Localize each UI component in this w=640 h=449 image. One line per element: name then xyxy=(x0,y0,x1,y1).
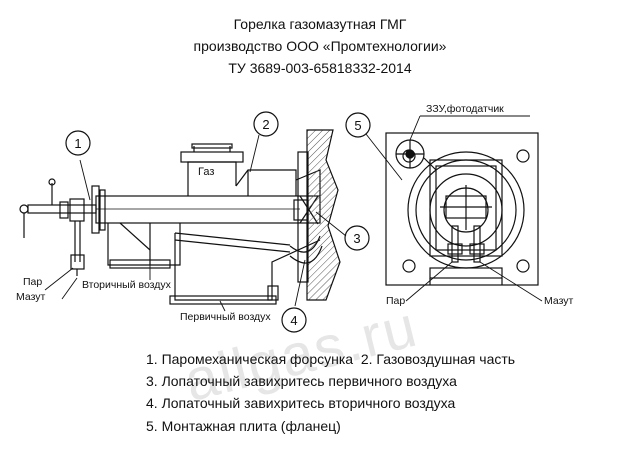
front-view xyxy=(385,132,539,286)
callout-circle-3 xyxy=(344,225,370,251)
side-view xyxy=(19,129,341,305)
nozzle-holder xyxy=(69,198,85,222)
label-gas: Газ xyxy=(198,166,214,178)
legend-line-2: 3. Лопаточный завихритесь первичного воз… xyxy=(146,373,457,389)
callout-1: 1 xyxy=(74,136,81,151)
callout-2: 2 xyxy=(262,117,269,132)
secondary-air-housing xyxy=(107,223,181,266)
title-line-1: Горелка газомазутная ГМГ xyxy=(233,16,407,32)
label-steam-right: Пар xyxy=(386,295,405,307)
furnace-wall xyxy=(306,129,341,301)
title-line-2: производство ООО «Промтехнологии» xyxy=(193,38,447,54)
callout-5: 5 xyxy=(354,118,361,133)
legend-line-1: 1. Паромеханическая форсунка 2. Газовозд… xyxy=(146,351,516,367)
callout-circle-1 xyxy=(65,130,91,156)
callout-4: 4 xyxy=(290,313,297,328)
legend-line-4: 5. Монтажная плита (фланец) xyxy=(146,418,341,434)
label-secondary-air: Вторичный воздух xyxy=(82,279,172,291)
label-primary-air: Первичный воздух xyxy=(180,311,271,323)
callout-circle-4 xyxy=(281,307,307,333)
mounting-plate xyxy=(297,151,309,283)
title-line-3: ТУ 3689-003-65818332-2014 xyxy=(228,60,412,76)
label-fuel-oil-left: Мазут xyxy=(16,291,46,303)
callout-3: 3 xyxy=(353,231,360,246)
legend-line-3: 4. Лопаточный завихритесь вторичного воз… xyxy=(146,395,456,411)
air-cone xyxy=(235,169,297,196)
label-steam-left: Пар xyxy=(23,276,42,288)
nozzle-rod xyxy=(27,204,97,214)
label-sensor: ЗЗУ,фотодатчик xyxy=(426,103,504,115)
callout-circle-5 xyxy=(345,112,371,138)
burner-tube xyxy=(95,195,321,224)
callout-circle-2 xyxy=(253,111,279,137)
label-fuel-oil-right: Мазут xyxy=(544,295,574,307)
front-mounting-plate xyxy=(385,132,539,286)
